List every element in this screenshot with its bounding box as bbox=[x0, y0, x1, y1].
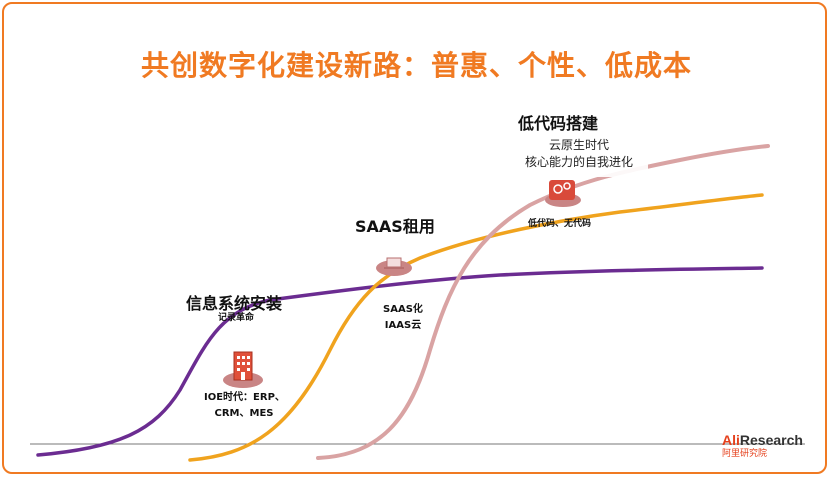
cloud-native-line2: 核心能力的自我进化 bbox=[524, 155, 633, 169]
logo-brand: AliResearch bbox=[722, 432, 803, 448]
head-gears-icon bbox=[545, 180, 581, 207]
stage-info-system-sublabel: 记录革命 bbox=[218, 313, 255, 323]
stage-info-system-note: IOE时代：ERP、 CRM、MES bbox=[204, 390, 285, 422]
stage-saas-note: SAAS化 IAAS云 bbox=[378, 302, 428, 334]
stage-saas-label: SAAS租用 bbox=[355, 217, 435, 236]
curve-info-system bbox=[36, 266, 764, 457]
slide-title: 共创数字化建设新路：普惠、个性、低成本 bbox=[140, 49, 692, 82]
stage-info-system-note-line1: IOE时代：ERP、 bbox=[204, 392, 285, 403]
curve-saas bbox=[188, 193, 764, 462]
stage-info-system-label: 信息系统安装 bbox=[186, 294, 283, 313]
laptop-icon bbox=[376, 257, 412, 276]
curve-low-code bbox=[316, 144, 770, 460]
aliresearch-logo: AliResearch 阿里研究院 bbox=[722, 432, 803, 459]
stage-low-code-label: 低代码搭建 bbox=[518, 114, 599, 133]
cloud-native-note: 云原生时代 核心能力的自我进化 bbox=[510, 137, 648, 177]
stage-info-system-note-line2: CRM、MES bbox=[214, 408, 274, 419]
stage-saas-note-line2: IAAS云 bbox=[384, 320, 422, 331]
building-icon bbox=[223, 351, 263, 388]
logo-subtitle: 阿里研究院 bbox=[722, 448, 768, 458]
stage-low-code-note: 低代码、无代码 bbox=[528, 219, 592, 229]
stage-saas-note-line1: SAAS化 bbox=[383, 304, 423, 315]
cloud-native-line1: 云原生时代 bbox=[548, 138, 609, 152]
